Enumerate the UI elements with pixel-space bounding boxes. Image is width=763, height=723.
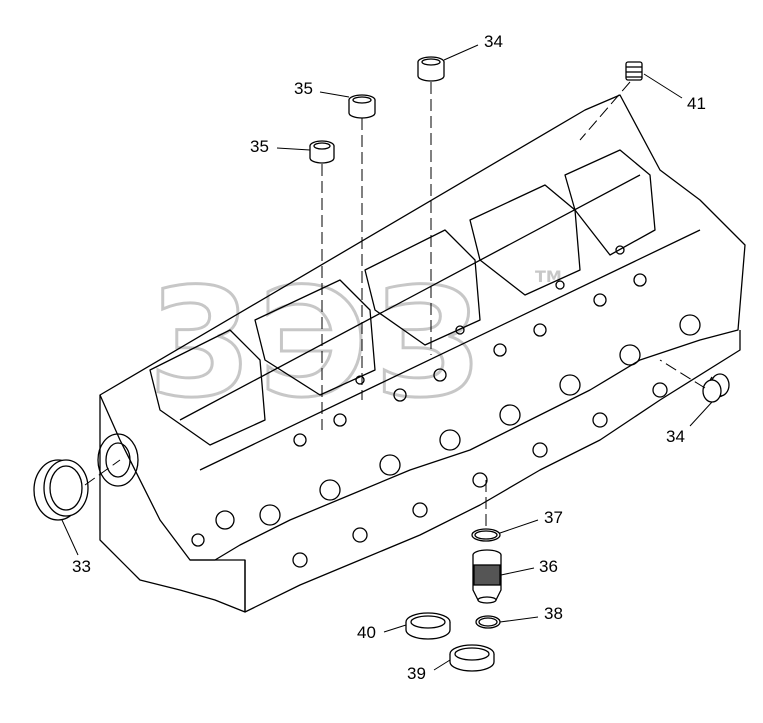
part-40-ring [405,612,451,640]
leader-35b [276,147,311,151]
leader-33 [61,519,79,556]
leader-35a [319,91,350,98]
callout-34-side: 34 [666,427,685,446]
assembly-line-33 [84,459,121,486]
callout-37: 37 [544,508,563,527]
part-39-ring [449,644,495,672]
callout-36: 36 [539,557,558,576]
leader-lines [61,44,713,671]
callout-35-lower: 35 [250,137,269,156]
part-35-sleeve-1 [348,94,376,119]
leader-41 [643,73,683,99]
head-side-edge [190,559,246,612]
rocker-bay-5 [564,149,656,256]
part-37-oring [471,528,501,542]
leader-38 [499,616,539,623]
assembly-lines [84,81,706,530]
part-41-plug [625,61,643,81]
callout-labels: 34 35 35 41 34 33 37 36 38 40 39 [72,32,706,683]
part-35-sleeve-2 [309,140,335,164]
leader-37 [499,519,539,534]
callout-33: 33 [72,557,91,576]
part-34-sleeve-top [417,56,445,82]
callout-38: 38 [544,604,563,623]
leader-34b [689,401,713,427]
cylinder-head [97,94,746,613]
callout-35-upper: 35 [294,79,313,98]
assembly-line-34-side [659,359,706,389]
parts [33,56,730,672]
callout-41: 41 [687,94,706,113]
head-lower-edge [244,330,741,613]
rocker-bay-3 [364,229,481,346]
leader-40 [383,624,407,633]
leader-39 [433,659,451,671]
front-port-inner [105,442,131,478]
callout-40: 40 [357,623,376,642]
leader-34a [443,44,479,61]
side-holes [191,314,701,568]
head-ridge-2 [199,229,701,471]
part-36-sleeve [472,549,502,604]
leader-36 [500,567,535,576]
part-34-side-sleeve [702,373,730,403]
assembly-line-41 [579,81,631,141]
rocker-bay-2 [254,279,376,396]
part-33-seal [33,459,89,521]
rocker-bay-1 [149,329,266,446]
head-ridge [179,174,641,421]
deck-holes [293,245,647,447]
watermark-trademark: TM [535,267,562,286]
callout-39: 39 [407,664,426,683]
front-port [97,433,139,487]
callout-34-top: 34 [484,32,503,51]
part-38-oring [475,615,501,629]
